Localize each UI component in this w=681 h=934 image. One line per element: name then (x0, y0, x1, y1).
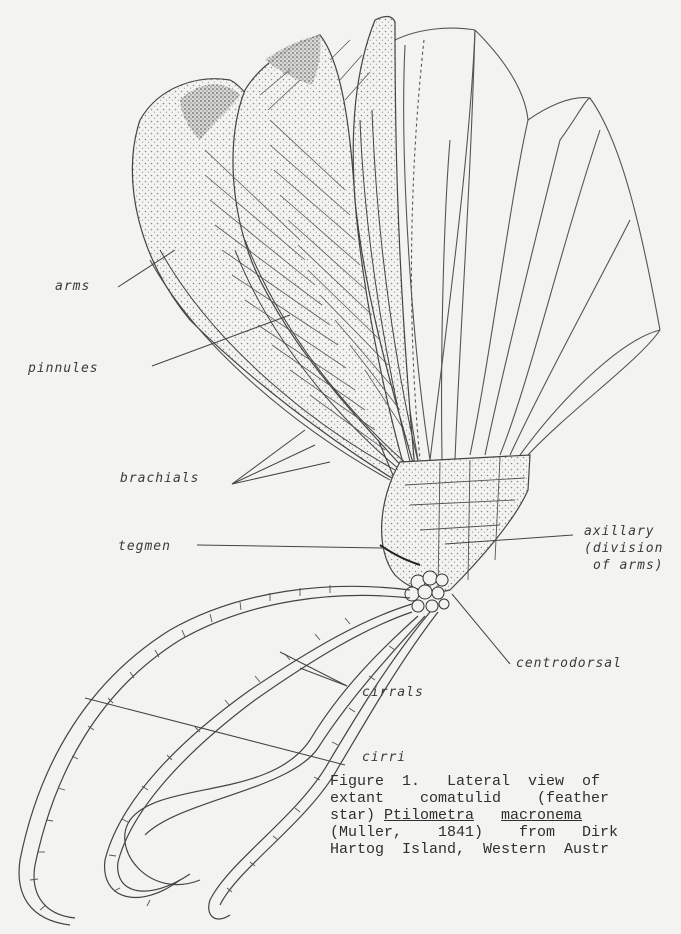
arms-feathered-left (132, 16, 415, 480)
label-axillary-3: of arms) (593, 557, 664, 574)
caption-star: star) (330, 807, 384, 824)
label-cirri: cirri (362, 749, 406, 766)
figure-caption: Figure 1. Lateral view of extant comatul… (330, 773, 681, 934)
caption-genus: Ptilometra (384, 807, 474, 824)
arms-outline-right (389, 28, 660, 460)
label-tegmen: tegmen (118, 538, 171, 555)
caption-line-5: Hartog Island, Western Austr (330, 841, 681, 858)
caption-line-2: extant comatulid (feather (330, 790, 681, 807)
label-centrodorsal: centrodorsal (516, 655, 622, 672)
label-pinnules: pinnules (28, 360, 99, 377)
label-cirrals: cirrals (362, 684, 424, 701)
label-axillary-1: axillary (584, 523, 655, 540)
caption-species: macronema (501, 807, 582, 824)
calyx (380, 455, 530, 592)
label-arms: arms (55, 278, 90, 295)
label-axillary-2: (division (584, 540, 663, 557)
caption-gap (474, 807, 501, 824)
label-brachials: brachials (120, 470, 199, 487)
caption-line-4: (Muller, 1841) from Dirk (330, 824, 681, 841)
caption-line-3: star) Ptilometra macronema (330, 807, 681, 824)
caption-line-1: Figure 1. Lateral view of (330, 773, 681, 790)
